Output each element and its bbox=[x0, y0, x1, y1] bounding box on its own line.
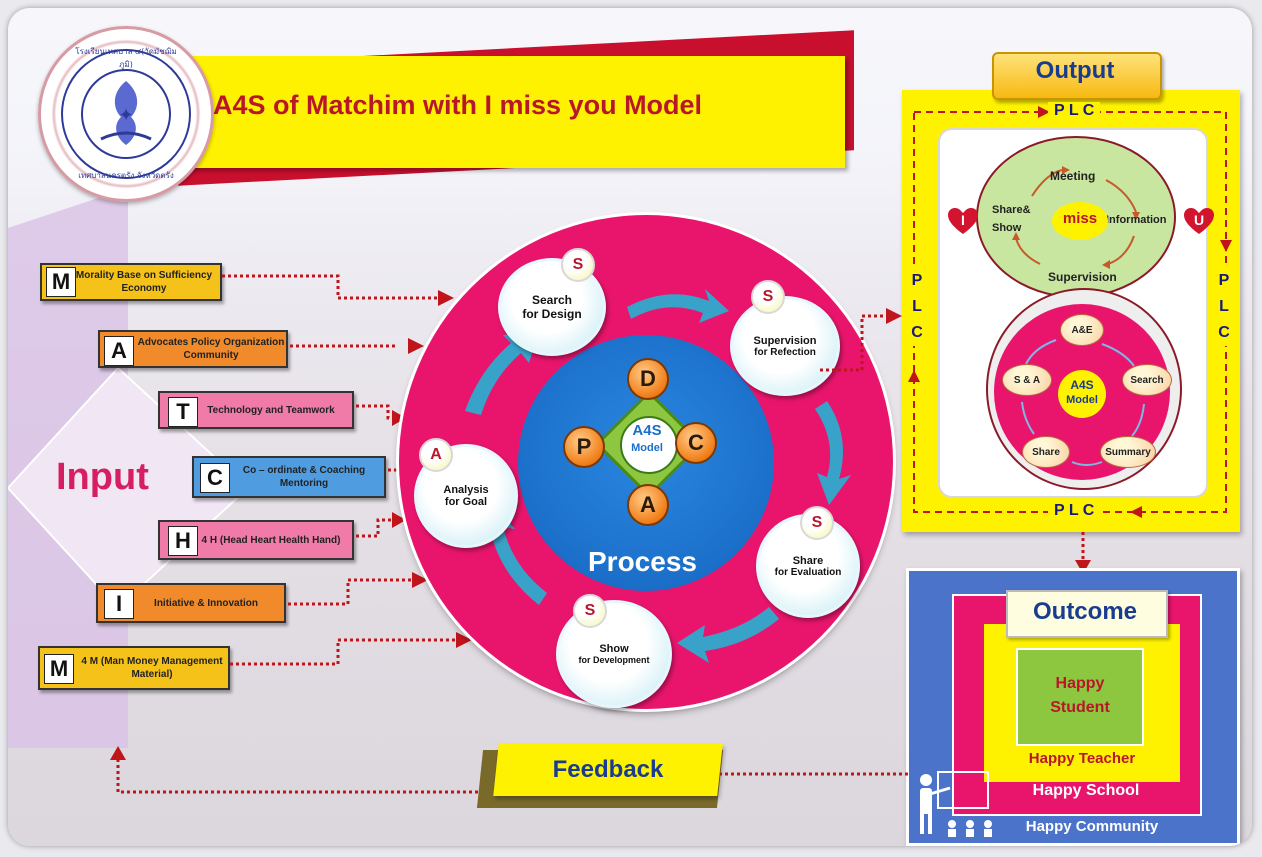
outcome-happy-community: Happy Community bbox=[1025, 818, 1159, 835]
plc-top: P L C bbox=[1048, 102, 1101, 120]
input-letter-c: C bbox=[200, 463, 230, 493]
a4s-mini-arrows bbox=[1021, 339, 1145, 466]
a4s-node-summary: Summary bbox=[1100, 436, 1156, 468]
process-label: Process bbox=[588, 546, 697, 577]
input-letter-m2: M bbox=[44, 654, 74, 684]
plc-bottom: P L C bbox=[1048, 502, 1101, 520]
miss-share: Share& bbox=[992, 204, 1031, 216]
plc-left: P L C bbox=[906, 268, 928, 346]
plc-right: P L C bbox=[1213, 268, 1235, 346]
process-to-output-arrow bbox=[820, 308, 902, 372]
heart-left-icon bbox=[948, 208, 978, 234]
step-supervision-line1: Supervision bbox=[753, 334, 817, 347]
a4s-node-sa: S & A bbox=[1002, 364, 1052, 396]
input-letter-h: H bbox=[168, 526, 198, 556]
miss-center: miss bbox=[1062, 210, 1098, 227]
plc-left-c: C bbox=[911, 324, 923, 341]
step-show-badge: S bbox=[573, 594, 607, 628]
a4s-center-line2: Model bbox=[631, 442, 663, 454]
logo-text-bottom: เทศบาลนครตรัง จังหวัดตรัง bbox=[78, 171, 174, 180]
feedback-arrows bbox=[110, 746, 908, 794]
plc-left-l: L bbox=[912, 298, 922, 315]
step-search-line2: for Design bbox=[522, 307, 582, 321]
step-supervision: Supervision for Refection bbox=[730, 296, 840, 396]
miss-cycle-arrows bbox=[1012, 166, 1140, 269]
step-search-line1: Search bbox=[531, 293, 573, 307]
step-share-badge: S bbox=[800, 506, 834, 540]
outcome-happy-student: Happy Student bbox=[1050, 675, 1110, 716]
plc-right-p: P bbox=[1218, 272, 1230, 289]
heart-left-letter: I bbox=[961, 212, 965, 228]
heart-right-icon bbox=[1184, 208, 1214, 234]
step-analysis-goal: Analysis for Goal bbox=[414, 444, 518, 548]
page-title: A4S of Matchim with I miss you Model bbox=[213, 90, 703, 120]
outcome-label: Outcome bbox=[1032, 598, 1137, 625]
step-supervision-line2: for Refection bbox=[754, 346, 816, 358]
a4s-node-search: Search bbox=[1122, 364, 1172, 396]
plc-left-p: P bbox=[911, 272, 923, 289]
step-show-line1: Show bbox=[599, 643, 629, 655]
outcome-student-box bbox=[1016, 648, 1144, 746]
a4s-mini-center bbox=[1058, 370, 1106, 418]
school-logo: ✦ โรงเรียนเทศบาล ๔(วัดมัชฌิมภูมิ) เทศบาล… bbox=[38, 26, 214, 202]
miss-information: Information bbox=[1106, 214, 1167, 226]
teacher-student-icon bbox=[920, 771, 992, 837]
logo-text-top: โรงเรียนเทศบาล ๔(วัดมัชฌิมภูมิ) bbox=[75, 47, 177, 69]
svg-text:✦: ✦ bbox=[118, 105, 133, 126]
a4s-node-ae: A&E bbox=[1060, 314, 1104, 346]
input-letter-m1: M bbox=[46, 267, 76, 297]
step-share-line2: for Evaluation bbox=[774, 566, 842, 578]
output-to-outcome-arrow bbox=[1075, 532, 1091, 574]
miss-center-disc bbox=[1052, 202, 1108, 240]
title-banner bbox=[173, 56, 845, 168]
miss-show: Show bbox=[992, 222, 1022, 234]
a4s-mini-center-line2: Model bbox=[1066, 394, 1098, 406]
step-share-line1: Share bbox=[792, 554, 824, 567]
step-analysis-badge: A bbox=[419, 438, 453, 472]
miss-supervision: Supervision bbox=[1048, 270, 1117, 284]
input-label: Input bbox=[56, 456, 149, 498]
diagram-frame: A4S of Matchim with I miss you Model ✦ โ… bbox=[8, 8, 1252, 846]
outcome-happy-teacher: Happy Teacher bbox=[1028, 750, 1136, 767]
heart-right-letter: U bbox=[1193, 212, 1205, 228]
output-label: Output bbox=[1035, 57, 1115, 84]
step-show-line2: for Development bbox=[578, 655, 650, 665]
feedback-label: Feedback bbox=[552, 756, 664, 783]
pdca-c: C bbox=[675, 422, 717, 464]
pdca-d: D bbox=[627, 358, 669, 400]
input-letter-t: T bbox=[168, 397, 198, 427]
step-analysis-line1: Analysis bbox=[443, 484, 489, 496]
input-letter-i: I bbox=[104, 589, 134, 619]
pdca-p: P bbox=[563, 426, 605, 468]
plc-right-l: L bbox=[1219, 298, 1229, 315]
outcome-title-box bbox=[1006, 590, 1168, 638]
plc-right-c: C bbox=[1218, 324, 1230, 341]
step-analysis-line2: for Goal bbox=[444, 496, 488, 508]
step-supervision-badge: S bbox=[751, 280, 785, 314]
input-arrows bbox=[222, 274, 472, 666]
a4s-center-line1: A4S bbox=[632, 422, 662, 439]
outcome-happy-school: Happy School bbox=[1032, 782, 1140, 799]
miss-meeting: Meeting bbox=[1050, 169, 1096, 183]
step-search-badge: S bbox=[561, 248, 595, 282]
logo-emblem-icon: ✦ bbox=[61, 49, 191, 179]
pdca-a: A bbox=[627, 484, 669, 526]
a4s-node-share: Share bbox=[1022, 436, 1070, 468]
output-title-box bbox=[992, 52, 1162, 100]
a4s-mini-center-line1: A4S bbox=[1070, 378, 1094, 392]
input-letter-a: A bbox=[104, 336, 134, 366]
